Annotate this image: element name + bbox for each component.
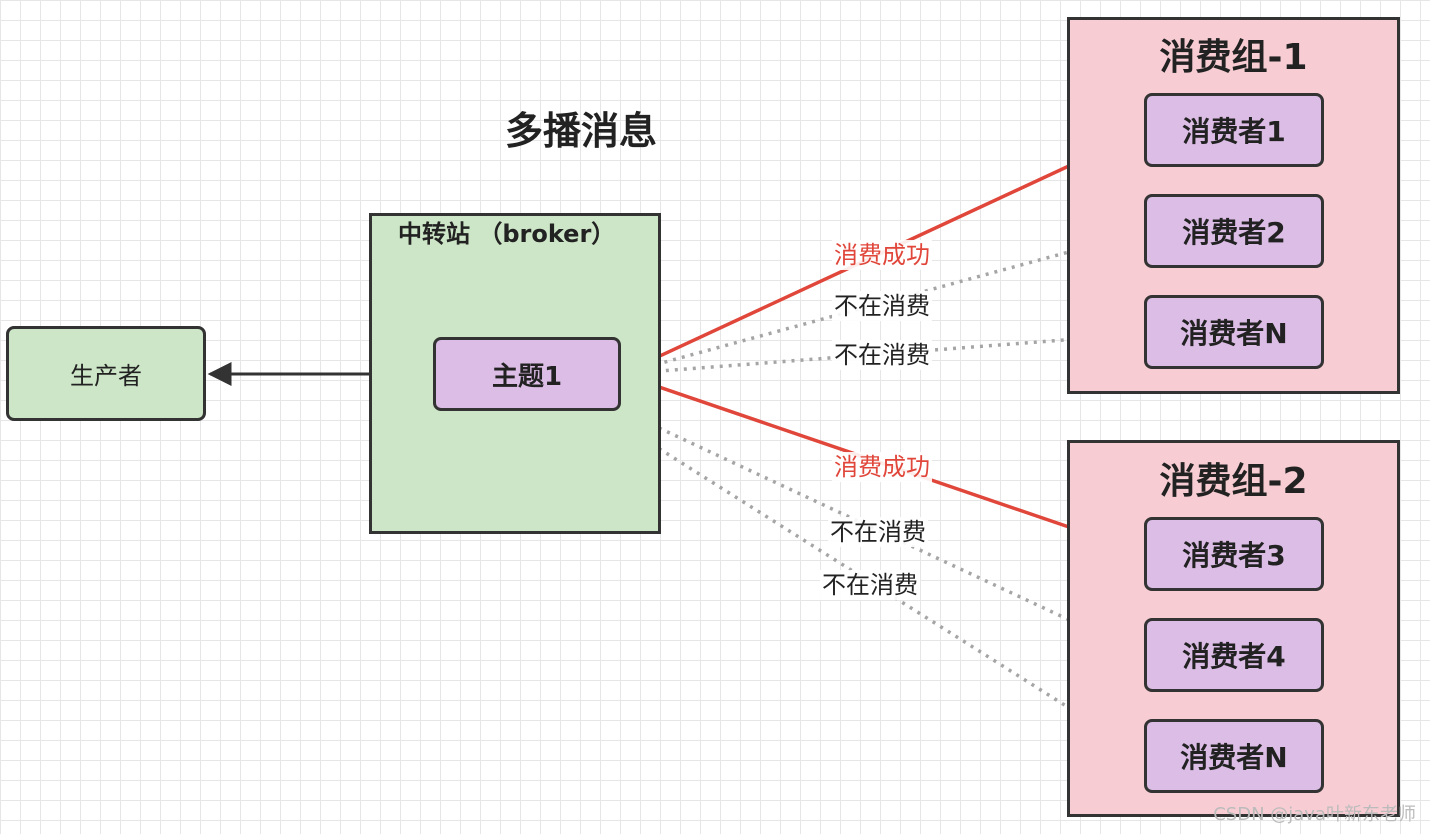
broker-label: 中转站 （broker） <box>398 220 616 248</box>
consumer-group-1-title: 消费组-1 <box>1159 37 1308 78</box>
edge-label-offline-4: 不在消费 <box>820 570 920 600</box>
consumer-label: 消费者N <box>1180 317 1288 350</box>
edge-label-success-2: 消费成功 <box>832 452 932 482</box>
edge-label-success-1: 消费成功 <box>832 240 932 270</box>
consumer-node-g1-2: 消费者2 <box>1144 194 1324 268</box>
edge-label-offline-3: 不在消费 <box>828 517 928 547</box>
consumer-group-2-title: 消费组-2 <box>1159 461 1308 502</box>
producer-node: 生产者 <box>6 326 206 421</box>
edge-label-offline-1: 不在消费 <box>832 291 932 321</box>
consumer-label: 消费者N <box>1180 741 1288 774</box>
consumer-label: 消费者1 <box>1182 115 1286 148</box>
consumer-label: 消费者2 <box>1182 216 1286 249</box>
topic-label: 主题1 <box>491 361 563 392</box>
edge-label-offline-2: 不在消费 <box>832 340 932 370</box>
consumer-node-g2-1: 消费者3 <box>1144 517 1324 591</box>
consumer-node-g2-3: 消费者N <box>1144 719 1324 793</box>
consumer-node-g1-1: 消费者1 <box>1144 93 1324 167</box>
diagram-title: 多播消息 <box>505 109 658 153</box>
producer-label: 生产者 <box>70 362 142 390</box>
consumer-node-g2-2: 消费者4 <box>1144 618 1324 692</box>
consumer-node-g1-3: 消费者N <box>1144 295 1324 369</box>
consumer-label: 消费者4 <box>1182 640 1286 673</box>
watermark: CSDN @java叶新东老师 <box>1213 804 1416 825</box>
topic-node: 主题1 <box>433 337 621 411</box>
consumer-label: 消费者3 <box>1182 539 1286 572</box>
